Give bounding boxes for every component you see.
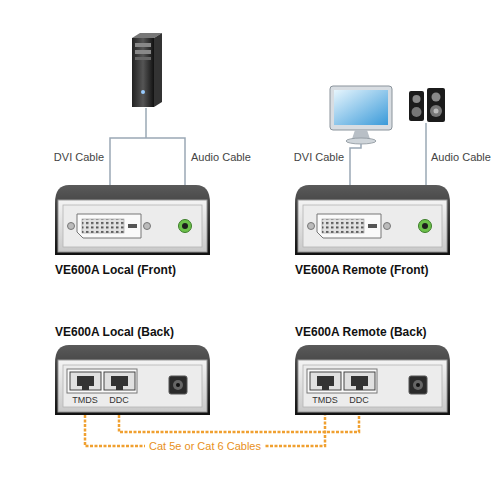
cat-cable: [119, 415, 359, 432]
device-label: VE600A Local (Front): [55, 263, 176, 277]
device-front: [295, 185, 450, 255]
speaker-icon: [409, 88, 445, 122]
port-label: TMDS: [312, 395, 338, 405]
cable-label: DVI Cable: [294, 151, 344, 163]
device-node: VE600A Local (Back)TMDSDDC: [55, 345, 210, 415]
device-back: [55, 345, 210, 415]
port-label: DDC: [349, 395, 369, 405]
device-node: VE600A Local (Front): [55, 185, 210, 255]
cable-label: Audio Cable: [191, 151, 251, 163]
cable-label: DVI Cable: [54, 151, 104, 163]
port-label: TMDS: [72, 395, 98, 405]
device-node: VE600A Remote (Front): [295, 185, 450, 255]
cable-label: Cat 5e or Cat 6 Cables: [145, 440, 265, 452]
monitor-icon: [330, 86, 392, 144]
device-node: VE600A Remote (Back)TMDSDDC: [295, 345, 450, 415]
port-label: DDC: [109, 395, 129, 405]
device-label: VE600A Remote (Front): [295, 263, 429, 277]
cable-line: [110, 108, 426, 185]
device-label: VE600A Local (Back): [55, 325, 174, 339]
pc-icon: [132, 33, 162, 107]
cable-label: Audio Cable: [431, 151, 491, 163]
device-front: [55, 185, 210, 255]
device-back: [295, 345, 450, 415]
device-label: VE600A Remote (Back): [295, 325, 427, 339]
